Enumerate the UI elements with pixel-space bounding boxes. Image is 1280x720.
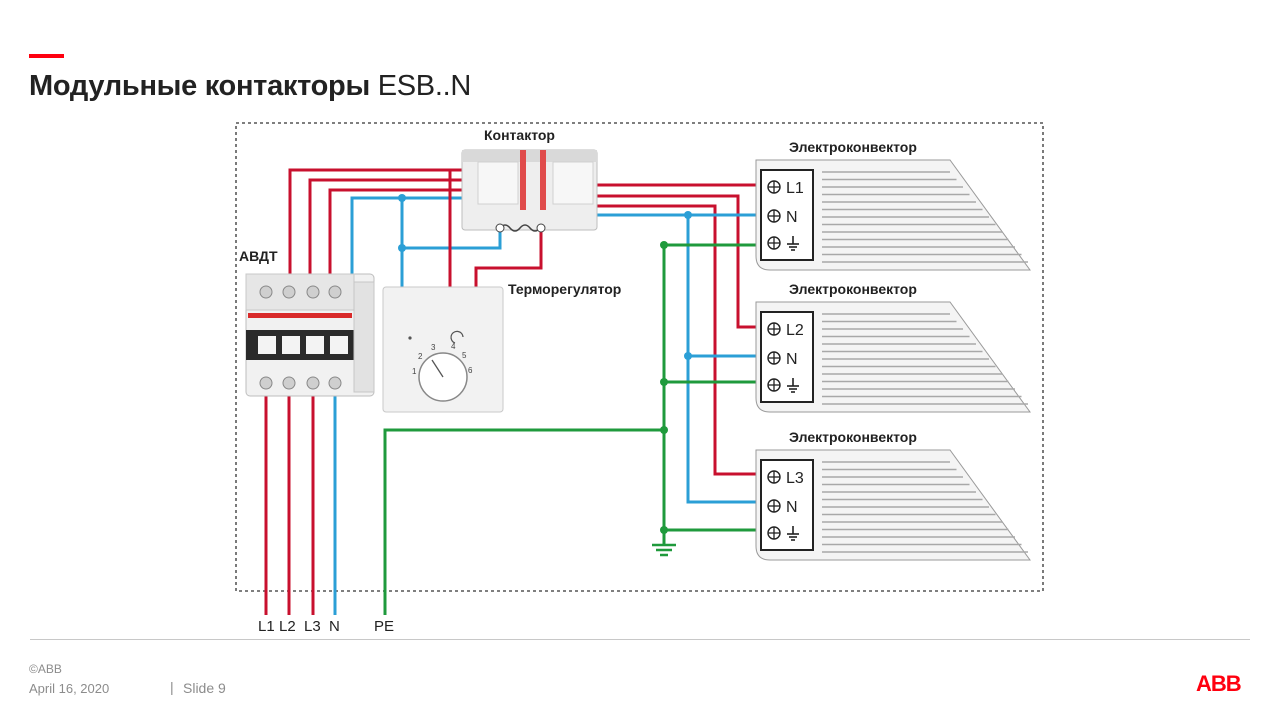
supply-label-l1: L1 xyxy=(258,618,275,635)
terminal-screw-icon xyxy=(767,209,781,223)
thermostat-scale-1: 1 xyxy=(412,367,417,376)
thermostat-device: 1 2 3 4 5 6 xyxy=(382,286,504,413)
terminal-screw-icon xyxy=(767,378,781,392)
convector-label: Электроконвектор xyxy=(789,139,917,155)
terminal-neutral-label: N xyxy=(786,351,798,368)
slide-title: Модульные контакторы ESB..N xyxy=(29,70,471,103)
wire-n-coil xyxy=(402,228,502,250)
terminal-screw-icon xyxy=(767,236,781,250)
supply-label-l2: L2 xyxy=(279,618,296,635)
supply-label-l3: L3 xyxy=(304,618,321,635)
terminal-screw-icon xyxy=(767,526,781,540)
terminal-neutral-label: N xyxy=(786,209,798,226)
title-accent-bar xyxy=(29,54,64,58)
terminal-phase-label: L2 xyxy=(786,322,804,339)
terminal-screw-icon xyxy=(767,322,781,336)
wire-l2-breaker-contactor xyxy=(308,178,465,280)
wire-n-breaker-contactor xyxy=(350,196,465,280)
slide-title-bold: Модульные контакторы xyxy=(29,70,370,102)
supply-label-n: N xyxy=(329,618,340,635)
junction-dots xyxy=(398,194,692,534)
slide-title-light: ESB..N xyxy=(377,70,472,102)
earth-terminal-icon xyxy=(787,526,799,541)
footer-separator: | xyxy=(170,679,174,695)
wire-l2-to-convector2 xyxy=(595,194,768,329)
terminal-neutral-label: N xyxy=(786,499,798,516)
earth-terminal-icon xyxy=(787,236,799,251)
terminal-screw-icon xyxy=(767,499,781,513)
terminal-phase-label: L3 xyxy=(786,470,804,487)
terminal-screw-icon xyxy=(767,351,781,365)
thermostat-scale-3: 3 xyxy=(431,343,436,352)
rcbo-breaker-device xyxy=(245,273,375,397)
earth-terminal-icon xyxy=(787,378,799,393)
convector-label: Электроконвектор xyxy=(789,429,917,445)
wire-l3-to-convector3 xyxy=(595,204,768,476)
enclosure-boundary xyxy=(235,122,1044,592)
contactor-label: Контактор xyxy=(484,127,555,143)
thermostat-scale-6: 6 xyxy=(468,366,473,375)
wire-l3-breaker-contactor xyxy=(328,188,465,280)
ground-symbol xyxy=(652,543,676,557)
contactor-device xyxy=(461,149,598,233)
footer-copyright: ©ABB xyxy=(29,662,62,676)
wire-supply-pe xyxy=(383,428,664,615)
footer-divider xyxy=(30,639,1250,640)
thermostat-scale-4: 4 xyxy=(451,342,456,351)
convector-label: Электроконвектор xyxy=(789,281,917,297)
terminal-phase-label: L1 xyxy=(786,180,804,197)
wire-thermostat-coil xyxy=(474,228,543,288)
supply-label-pe: PE xyxy=(374,618,394,635)
terminal-screw-icon xyxy=(767,180,781,194)
wire-l1-breaker-contactor xyxy=(288,168,465,280)
convector-group: ЭлектроконвекторL1NЭлектроконвекторL2NЭл… xyxy=(755,139,1031,561)
terminal-screw-icon xyxy=(767,470,781,484)
footer-date: April 16, 2020 xyxy=(29,681,110,696)
wire-n-bus xyxy=(686,215,768,504)
footer-slide-number: Slide 9 xyxy=(183,680,226,696)
thermostat-scale-5: 5 xyxy=(462,351,467,360)
thermostat-scale-2: 2 xyxy=(418,352,423,361)
abb-logo: ABB xyxy=(1196,671,1242,696)
thermostat-label: Терморегулятор xyxy=(508,281,621,297)
breaker-label: АВДТ xyxy=(239,248,278,264)
